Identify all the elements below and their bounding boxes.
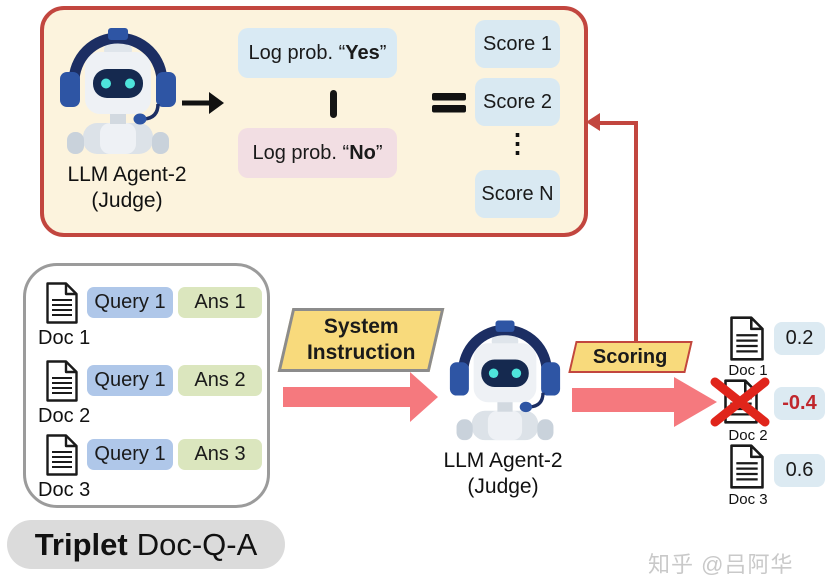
doc-icon <box>728 315 766 362</box>
doc-label: Doc 3 <box>38 479 91 501</box>
answer-chip: Ans 3 <box>178 439 262 470</box>
score-1-box: Score 1 <box>475 20 560 68</box>
judge-agent-label: LLM Agent-2 (Judge) <box>47 162 207 213</box>
query-chip: Query 1 <box>87 287 173 318</box>
caption-rest: Doc-Q-A <box>136 526 258 562</box>
result-doc-3: Doc 3 0.6 <box>712 443 830 508</box>
doc-label: Doc 2 <box>728 427 768 444</box>
minus-divider-icon <box>330 90 337 118</box>
judge-logprob-panel: LLM Agent-2 (Judge) Log prob. “Yes” Log … <box>40 6 588 237</box>
triplet-row-1: Query 1 Ans 1 Doc 1 <box>26 280 267 360</box>
score-chip-negative: -0.4 <box>774 387 825 420</box>
doc-label: Doc 3 <box>728 491 768 508</box>
vertical-ellipsis: ⋮ <box>504 128 531 158</box>
result-doc-1: Doc 1 0.2 <box>712 315 830 379</box>
logprob-yes-prefix: Log prob. “ <box>248 41 346 64</box>
doc-icon <box>45 432 79 478</box>
score-chip: 0.2 <box>774 322 825 355</box>
pipeline-agent-label: LLM Agent-2 (Judge) <box>423 448 583 499</box>
system-instruction-tag: System Instruction <box>277 308 445 372</box>
system-word: System <box>323 314 399 338</box>
judge-robot-icon <box>58 18 178 158</box>
logprob-no-suffix: ” <box>375 141 383 164</box>
score-chip: 0.6 <box>774 454 825 487</box>
red-cross-icon <box>710 377 770 427</box>
zhihu-watermark: 知乎 @吕阿华 <box>648 552 794 577</box>
score-2-box: Score 2 <box>475 78 560 126</box>
system-instruction-label: System Instruction <box>307 314 416 367</box>
flow-arrow-to-results <box>572 377 717 427</box>
doc-label: Doc 1 <box>38 327 91 349</box>
feedback-arrowhead-icon <box>586 113 600 131</box>
doc-label: Doc 1 <box>728 362 768 379</box>
agent-name: LLM Agent-2 <box>443 449 563 472</box>
doc-icon <box>45 280 79 326</box>
doc-icon <box>728 443 766 490</box>
flow-arrow-to-judge <box>283 372 438 422</box>
right-arrow-icon <box>182 92 224 114</box>
triplet-caption-pill: Triplet Doc-Q-A <box>7 520 285 569</box>
scoring-label: Scoring <box>593 345 668 368</box>
agent-role: (Judge) <box>91 188 163 212</box>
agent-role: (Judge) <box>467 474 539 498</box>
score-n-box: Score N <box>475 170 560 218</box>
logprob-no-box: Log prob. “No” <box>238 128 397 178</box>
feedback-arrow-horizontal-line <box>598 121 636 125</box>
pipeline-robot-icon <box>448 314 562 441</box>
query-chip: Query 1 <box>87 365 173 396</box>
result-doc-2: Doc 2 -0.4 <box>710 377 830 444</box>
logprob-no-prefix: Log prob. “ <box>252 141 350 164</box>
doc-icon <box>45 358 79 404</box>
logprob-yes-word: Yes <box>345 41 380 64</box>
query-chip: Query 1 <box>87 439 173 470</box>
answer-chip: Ans 1 <box>178 287 262 318</box>
instruction-word: Instruction <box>306 341 416 364</box>
logprob-no-word: No <box>349 141 376 164</box>
caption-bold: Triplet <box>34 526 128 562</box>
equals-icon <box>432 93 466 113</box>
agent-name: LLM Agent-2 <box>67 163 187 186</box>
feedback-arrow-vertical-line <box>634 121 638 342</box>
logprob-yes-suffix: ” <box>379 41 387 64</box>
answer-chip: Ans 2 <box>178 365 262 396</box>
triplet-doc-qa-panel: Query 1 Ans 1 Doc 1 Query 1 Ans 2 Doc 2 … <box>23 263 270 508</box>
doc-label: Doc 2 <box>38 405 91 427</box>
triplet-row-2: Query 1 Ans 2 Doc 2 <box>26 358 267 438</box>
scoring-tag: Scoring <box>568 341 693 373</box>
triplet-row-3: Query 1 Ans 3 Doc 3 <box>26 432 267 512</box>
logprob-yes-box: Log prob. “Yes” <box>238 28 397 78</box>
